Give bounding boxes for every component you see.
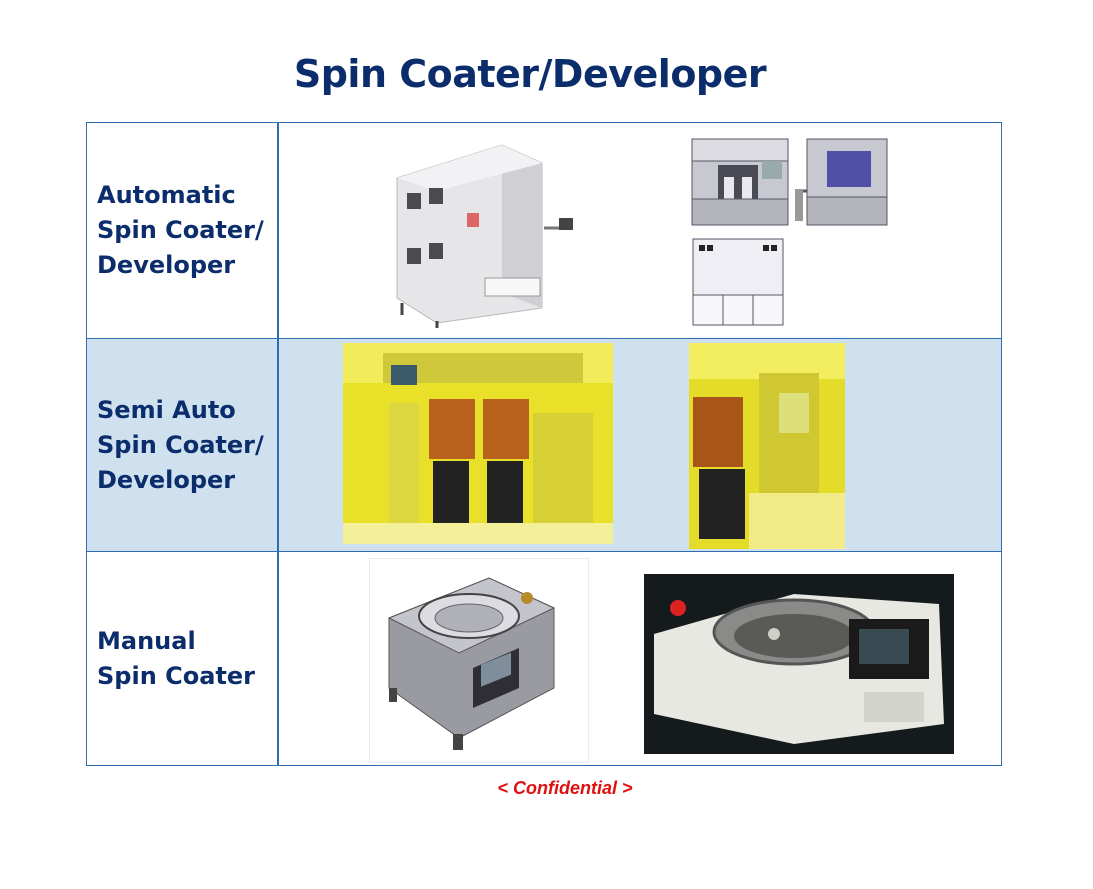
- automatic-machine-photo: [396, 144, 573, 328]
- confidential-notice: < Confidential >: [497, 778, 633, 798]
- row-label-automatic: Automatic Spin Coater/ Developer: [97, 181, 264, 279]
- manual-cad-drawing: [369, 558, 589, 763]
- table-row-automatic: Automatic Spin Coater/ Developer: [87, 123, 1001, 339]
- automatic-front-drawing: [691, 138, 789, 226]
- table-row-manual: Manual Spin Coater: [87, 552, 1001, 765]
- table-row-semi-auto: Semi Auto Spin Coater/ Developer: [87, 339, 1001, 552]
- row-label-manual: Manual Spin Coater: [97, 627, 256, 690]
- automatic-rear-drawing: [692, 238, 784, 326]
- semi-auto-front-photo: [343, 343, 613, 544]
- column-divider: [277, 339, 279, 551]
- column-divider: [277, 552, 279, 765]
- manual-photo: [644, 574, 954, 754]
- automatic-side-drawing: [795, 138, 888, 226]
- equipment-table: Automatic Spin Coater/ Developer: [86, 122, 1002, 766]
- row-label-semi-auto: Semi Auto Spin Coater/ Developer: [97, 396, 264, 494]
- semi-auto-side-photo: [689, 343, 845, 549]
- page-title: Spin Coater/Developer: [293, 52, 767, 96]
- column-divider: [277, 123, 279, 338]
